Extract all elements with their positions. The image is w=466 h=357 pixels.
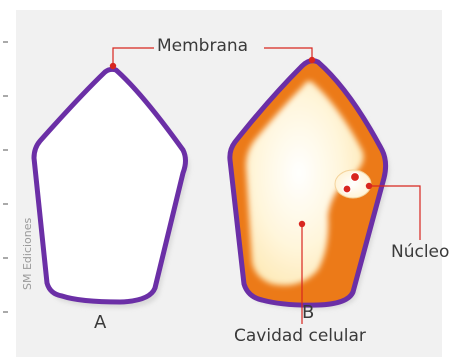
membrane-label: Membrana (157, 38, 248, 55)
cell-b (230, 61, 390, 309)
membrane-dot-b (309, 57, 315, 63)
nucleolus-2 (343, 185, 351, 193)
nucleus-dot (366, 183, 372, 189)
cell-cavity-label: Cavidad celular (234, 328, 366, 345)
cavity-dot (299, 221, 305, 227)
membrane-dot-a (110, 63, 116, 69)
membrane-leader-a (113, 48, 154, 66)
cell-b-label: B (302, 304, 314, 322)
membrane-leader-b (264, 48, 312, 60)
credit-label: SM Ediciones (22, 218, 33, 290)
nucleus-label: Núcleo (391, 244, 449, 261)
nucleolus-1 (351, 173, 360, 182)
cell-a-label: A (94, 314, 106, 332)
cell-a (34, 69, 190, 308)
